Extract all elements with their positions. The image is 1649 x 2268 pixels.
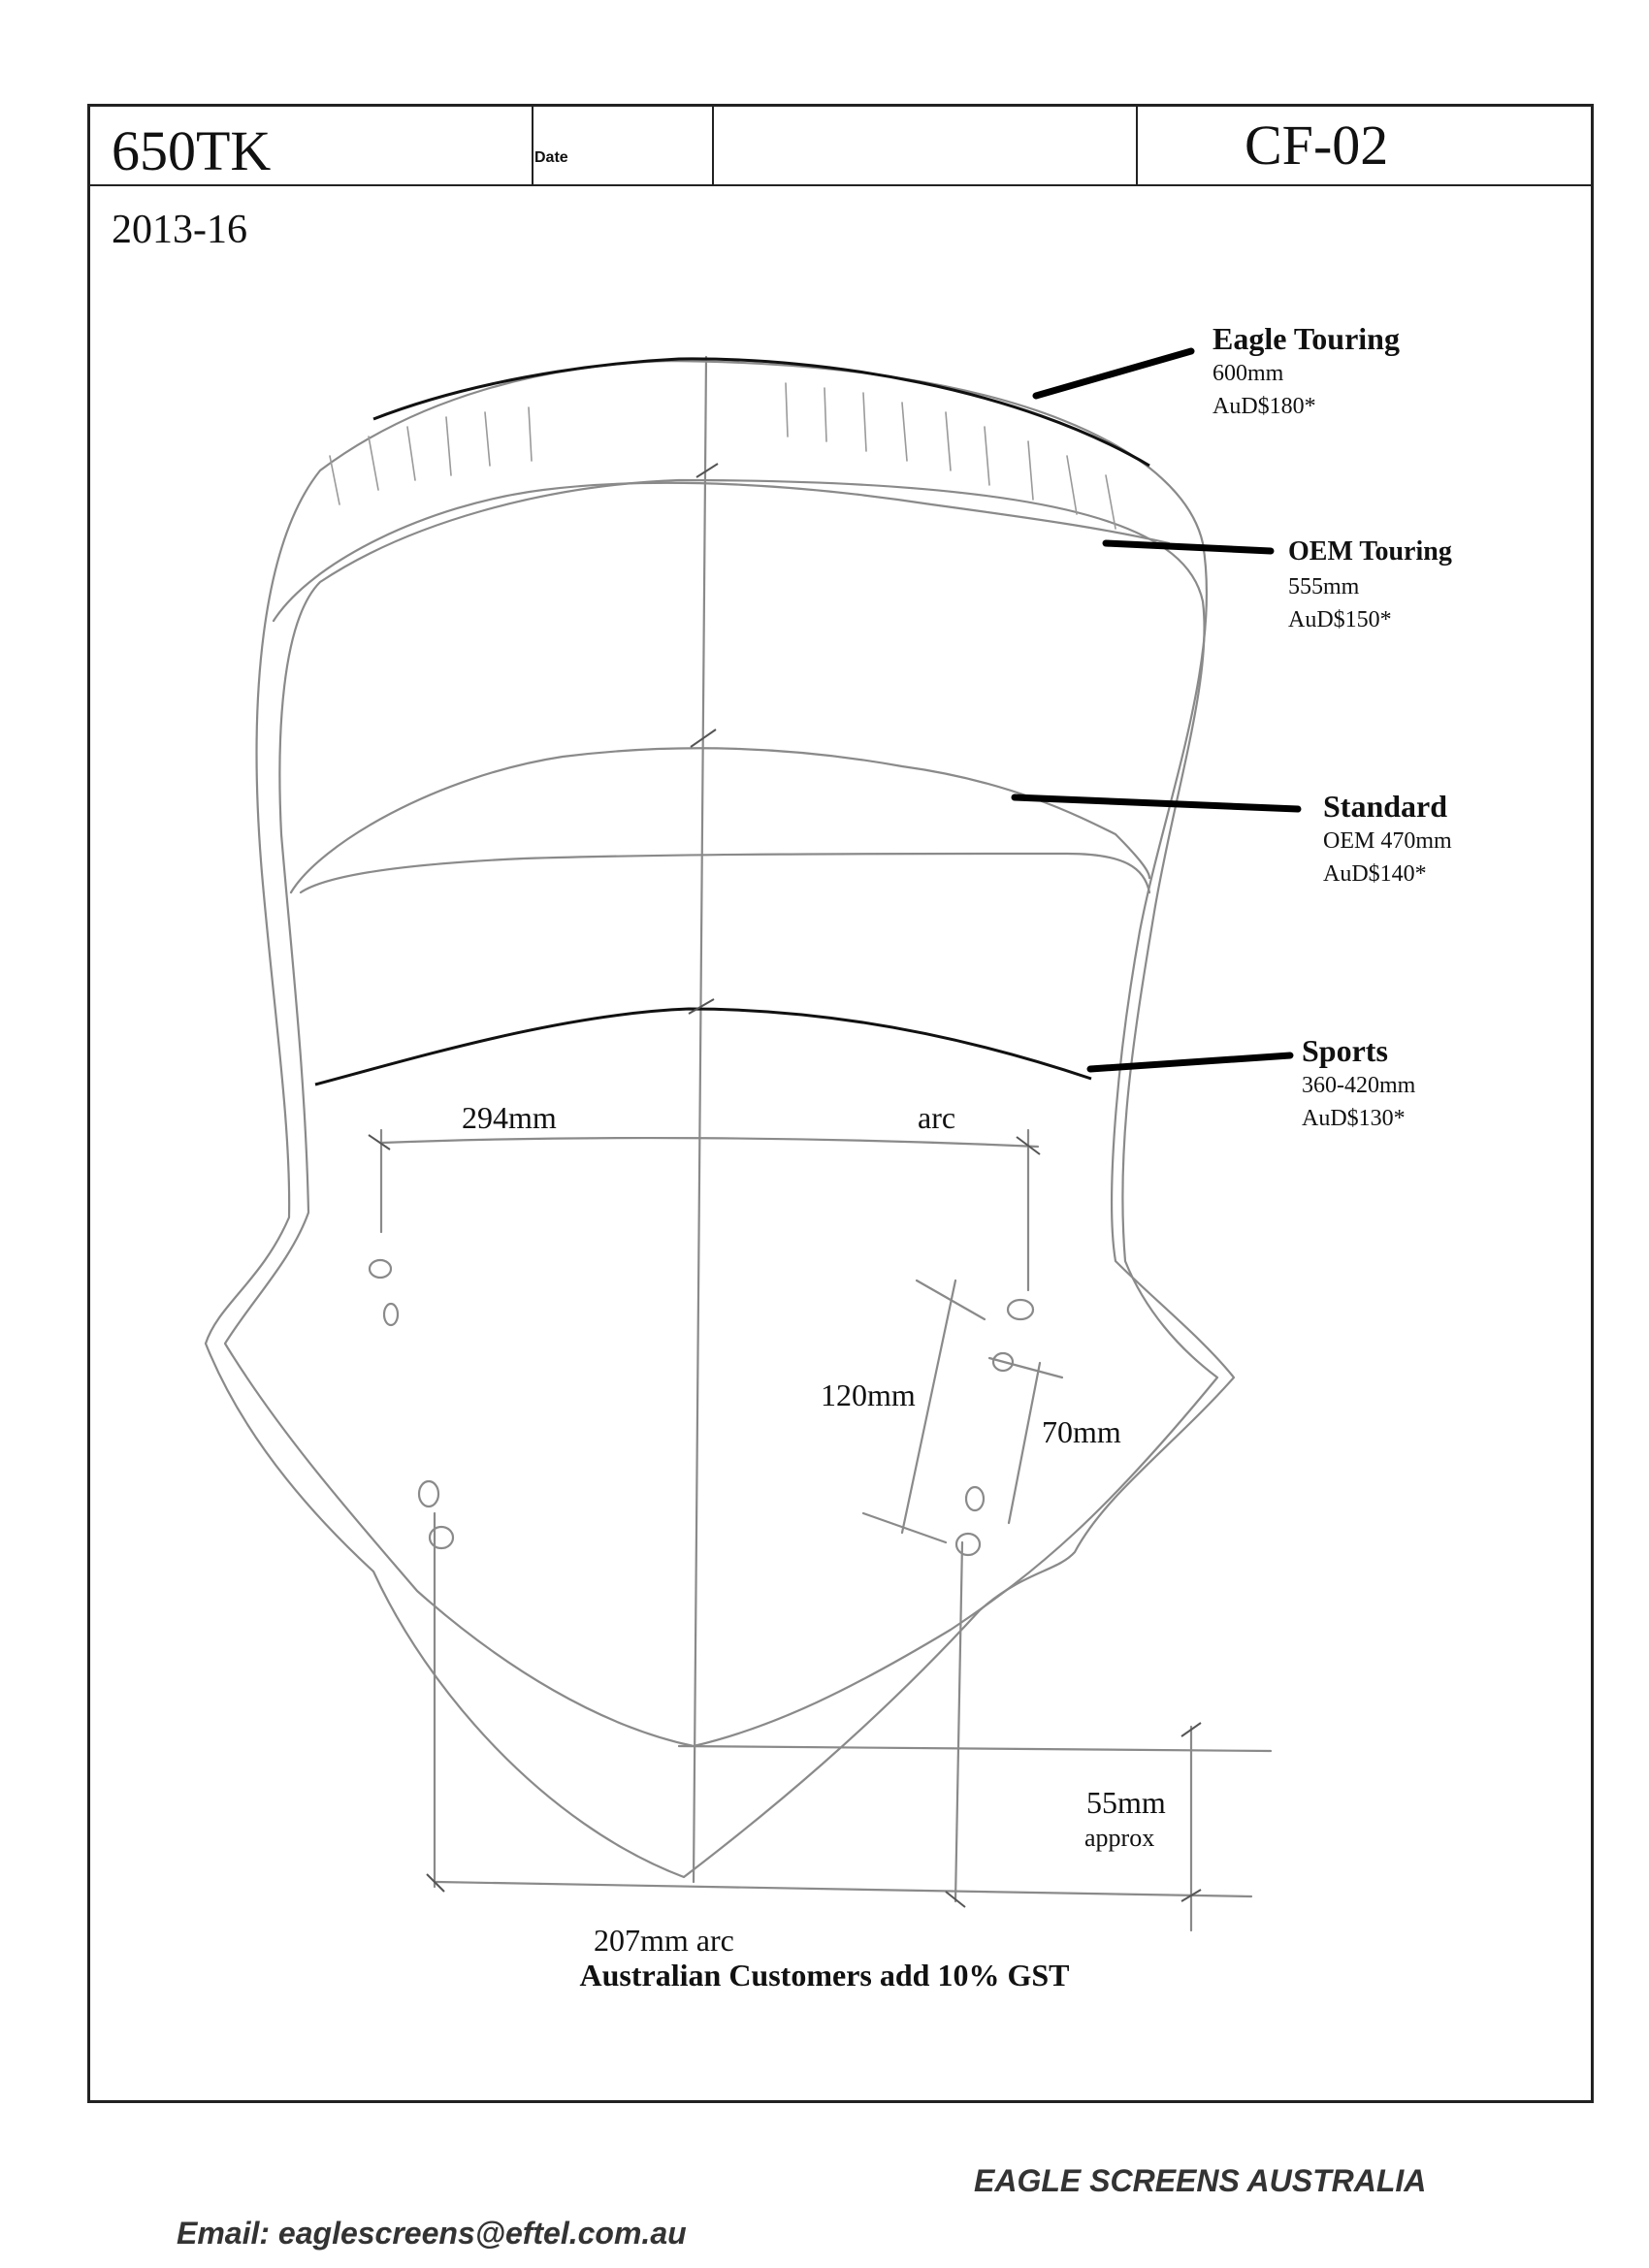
sports-line	[314, 1007, 1092, 1086]
callout-oem-touring-price: AuD$150*	[1288, 607, 1392, 632]
dim-bottom-arc: 207mm arc	[594, 1923, 734, 1958]
mount-hole	[954, 1532, 982, 1557]
date-label: Date	[534, 149, 568, 166]
depth-datum-top	[677, 1744, 1273, 1753]
dim-holes-outer: 120mm	[821, 1377, 916, 1412]
header-divider	[90, 184, 1591, 186]
header-cell-model	[90, 107, 534, 184]
callout-standard-price: AuD$140*	[1323, 861, 1427, 887]
screen-outline-inner	[223, 478, 1219, 1748]
callout-standard-size: OEM 470mm	[1323, 828, 1452, 854]
callout-eagle-touring-price: AuD$180*	[1212, 394, 1316, 419]
arc-dimension-line	[380, 1136, 1040, 1149]
mount-hole	[417, 1479, 440, 1508]
leader-standard	[1011, 794, 1302, 813]
leader-sports	[1086, 1052, 1294, 1073]
callout-eagle-touring: Eagle Touring 600mm AuD$180*	[1212, 320, 1400, 423]
header-cell-blank	[714, 107, 1138, 184]
callout-standard: Standard OEM 470mm AuD$140*	[1323, 788, 1452, 891]
mount-hole	[964, 1485, 986, 1512]
callout-sports: Sports 360-420mm AuD$130*	[1302, 1032, 1415, 1135]
leader-eagle-touring	[1032, 347, 1195, 400]
callout-eagle-touring-size: 600mm	[1212, 361, 1284, 386]
dim-depth-note: approx	[1084, 1824, 1155, 1852]
contact-email: Email: eaglescreens@eftel.com.au	[177, 2216, 687, 2251]
hole-dim-70	[1007, 1361, 1042, 1525]
mount-hole	[428, 1525, 455, 1550]
depth-datum-bottom	[435, 1880, 1253, 1898]
eagle-touring-line	[372, 357, 1150, 468]
header-cell-date	[534, 107, 714, 184]
touring-band-ticks	[329, 382, 1116, 530]
model-years: 2013-16	[112, 208, 247, 252]
part-code: CF-02	[1245, 113, 1389, 177]
leader-oem-touring	[1102, 539, 1275, 555]
callout-eagle-touring-title: Eagle Touring	[1212, 321, 1400, 356]
center-line	[692, 355, 708, 1884]
dim-depth: 55mm	[1086, 1785, 1166, 1820]
company-name: EAGLE SCREENS AUSTRALIA	[974, 2163, 1427, 2198]
dim-holes-inner: 70mm	[1042, 1414, 1121, 1449]
callout-sports-title: Sports	[1302, 1033, 1388, 1068]
mount-hole	[382, 1302, 400, 1327]
callout-oem-touring-size: 555mm	[1288, 574, 1360, 599]
drawing-frame: 650TK Date CF-02 2013-16	[87, 104, 1594, 2103]
model-label: 650TK	[112, 119, 272, 182]
hole-dim-120	[900, 1279, 957, 1535]
callout-sports-size: 360-420mm	[1302, 1073, 1416, 1098]
dim-width-arc: arc	[918, 1100, 956, 1135]
mount-hole	[991, 1351, 1015, 1373]
gst-note: Australian Customers add 10% GST	[579, 1958, 1070, 1993]
screen-outline-outer	[204, 359, 1236, 1879]
callout-standard-title: Standard	[1323, 789, 1448, 824]
standard-line	[289, 747, 1151, 894]
mount-hole	[368, 1258, 393, 1280]
dim-width: 294mm	[462, 1100, 557, 1135]
callout-oem-touring: OEM Touring 555mm AuD$150*	[1288, 534, 1452, 636]
callout-sports-price: AuD$130*	[1302, 1106, 1406, 1131]
standard-inner	[299, 852, 1151, 894]
mount-hole	[1006, 1298, 1035, 1321]
callout-oem-touring-title: OEM Touring	[1288, 536, 1452, 567]
